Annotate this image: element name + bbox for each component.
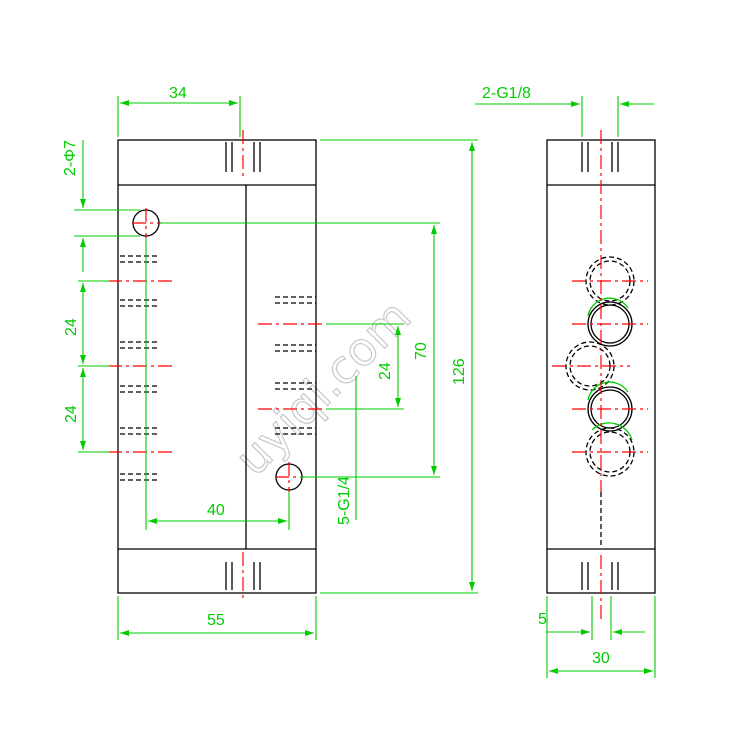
side-dimensions [475,96,656,678]
dim-top-width-label: 34 [169,85,187,102]
dim-side-port-label: 2-G1/8 [482,85,531,102]
front-centerlines [108,130,326,600]
dim-side-offset-label: 5 [538,611,547,628]
right-port-dashes [275,296,316,435]
dim-hole-label: 2-Φ7 [62,140,79,176]
front-dimensions [74,96,478,640]
dim-overall-height-label: 126 [451,358,468,385]
dim-spacing-upper-label: 24 [63,318,80,336]
front-body-outline [117,139,317,594]
side-centerlines [552,130,648,620]
front-view [117,139,317,594]
dim-spacing-lower-label: 24 [63,405,80,423]
dim-hole-offset-label: 40 [207,502,225,519]
side-hidden-ports [565,256,635,477]
dim-hole-distance-label: 70 [413,342,430,360]
dim-overall-width-label: 55 [207,612,225,629]
dim-port-label: 5-G1/4 [336,476,353,525]
left-port-dashes [120,255,160,481]
dim-side-width-label: 30 [592,650,610,667]
watermark-text: uyiqi.com [225,289,422,486]
dim-port-spacing-label: 24 [377,362,394,380]
